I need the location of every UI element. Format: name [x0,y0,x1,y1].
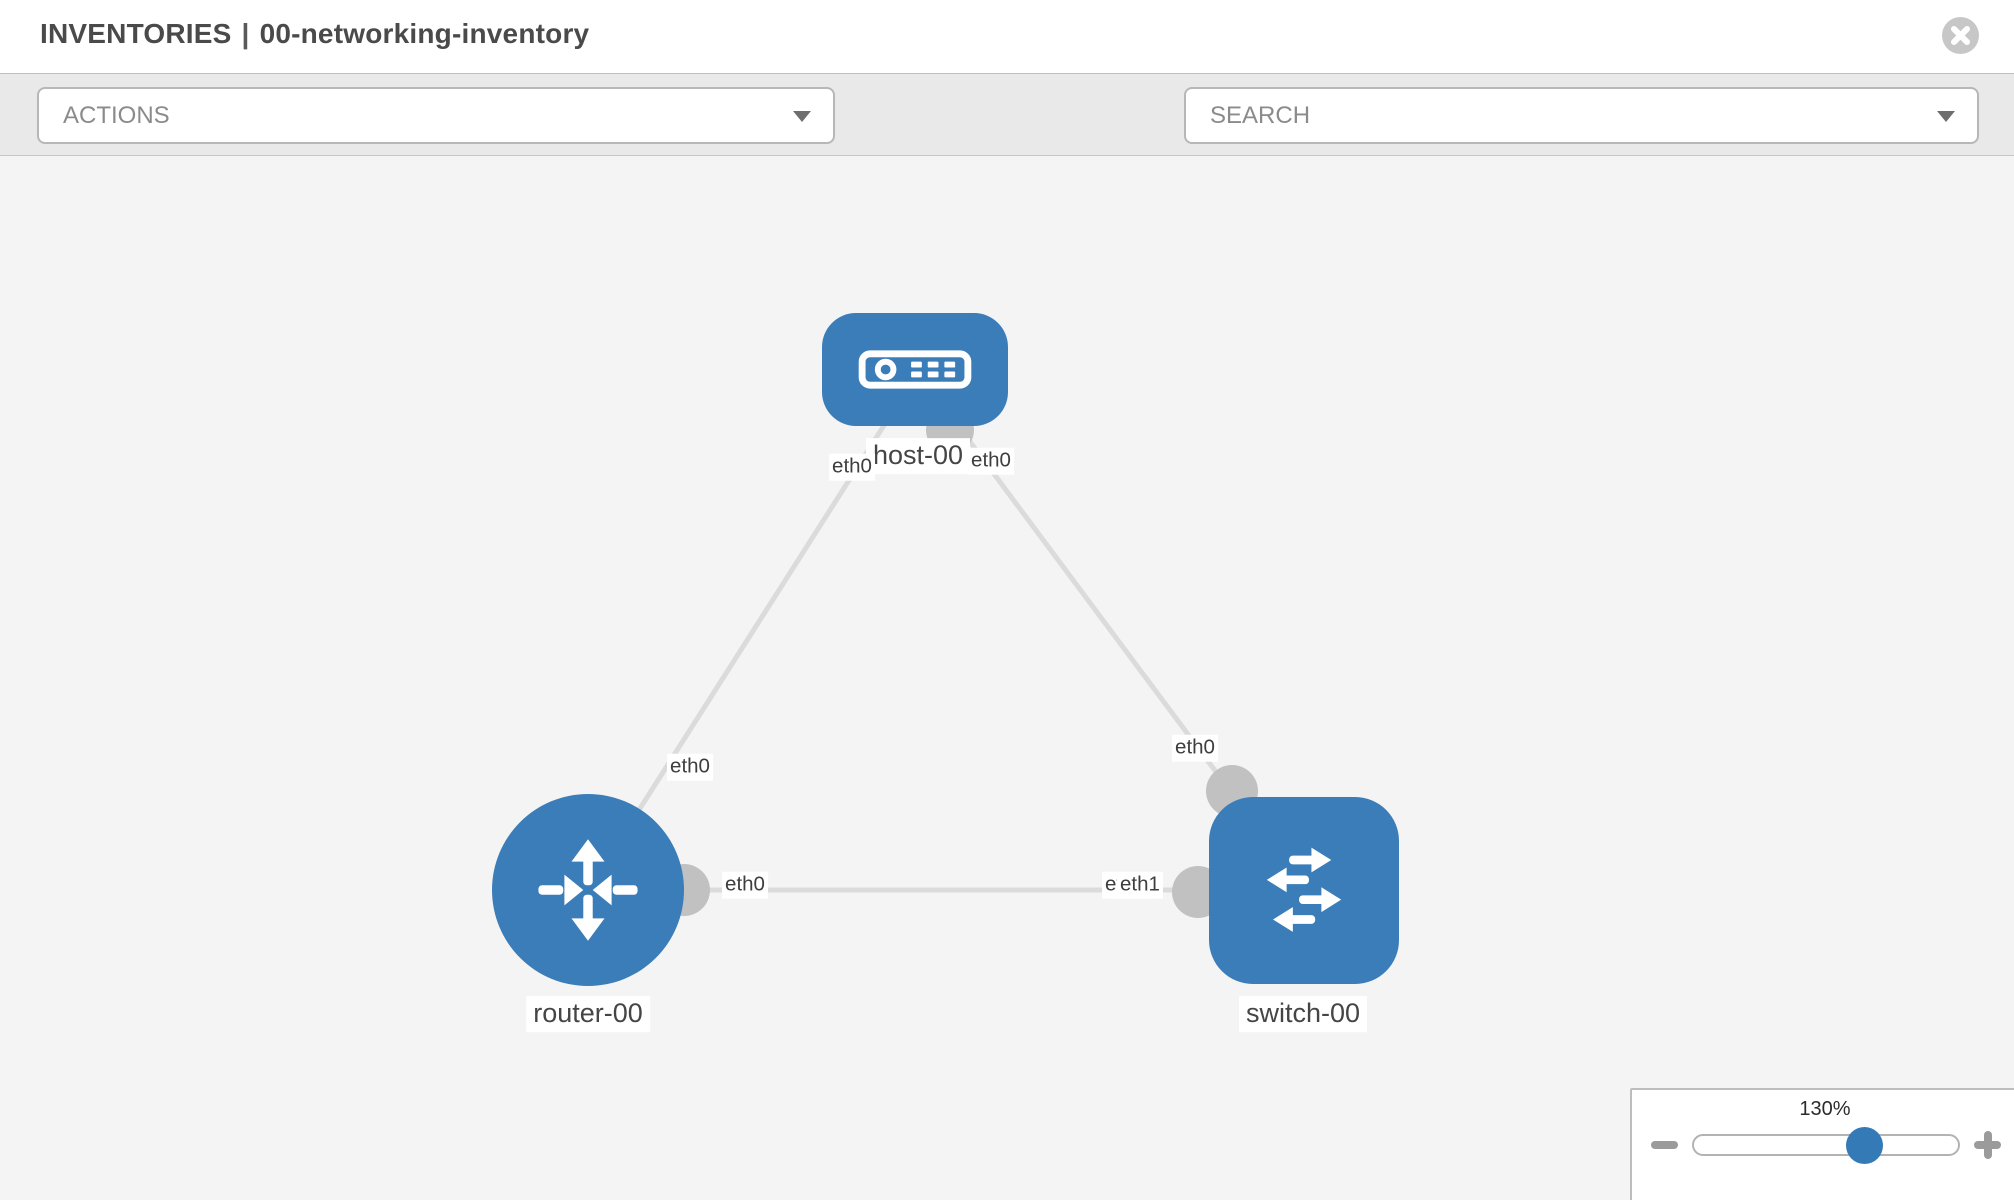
zoom-control-panel: 130% [1630,1088,2014,1200]
header: INVENTORIES | 00-networking-inventory [0,0,2014,73]
zoom-slider-handle[interactable] [1846,1127,1883,1164]
actions-dropdown-label: ACTIONS [63,101,170,129]
switch-arrows-icon [1266,847,1342,932]
search-dropdown[interactable]: SEARCH [1184,87,1979,144]
node-label-host: host-00 [865,438,971,474]
node-router-00[interactable] [492,794,684,986]
search-dropdown-label: SEARCH [1210,101,1311,129]
zoom-in-button[interactable] [1974,1131,2001,1159]
node-label-router: router-00 [526,996,650,1032]
title-separator: | [241,18,250,49]
interface-label-switch-eth1-middle: eth1 [1117,871,1163,899]
chevron-down-icon [793,110,811,122]
chevron-down-icon [1937,110,1955,122]
server-icon [858,350,972,389]
node-switch-00[interactable] [1209,797,1399,984]
topology-canvas[interactable]: host-00 router-00 switch-00 eth0 eth0 et… [0,156,2014,1200]
toolbar: ACTIONS SEARCH [0,73,2014,202]
node-host-00[interactable] [822,313,1008,426]
zoom-level-value: 130% [1799,1098,1851,1120]
zoom-out-button[interactable] [1651,1141,1678,1149]
interface-label-router-eth0-middle: eth0 [722,871,768,899]
inventory-name: 00-networking-inventory [259,18,590,49]
router-arrows-icon [538,839,638,941]
close-icon [1951,26,1970,45]
topology-links [585,370,1307,918]
actions-dropdown[interactable]: ACTIONS [37,87,835,144]
page-title: INVENTORIES | 00-networking-inventory [40,18,589,50]
interface-label-host-eth0-left: eth0 [829,453,875,481]
interface-label-host-eth0-right: eth0 [968,447,1014,475]
interface-label-router-eth0-diagonal: eth0 [667,753,713,781]
interface-label-switch-eth0-diagonal: eth0 [1172,734,1218,762]
node-label-switch: switch-00 [1238,996,1368,1032]
breadcrumb-section: INVENTORIES [40,18,232,49]
close-button[interactable] [1942,17,1979,54]
zoom-slider-track[interactable] [1692,1134,1960,1156]
